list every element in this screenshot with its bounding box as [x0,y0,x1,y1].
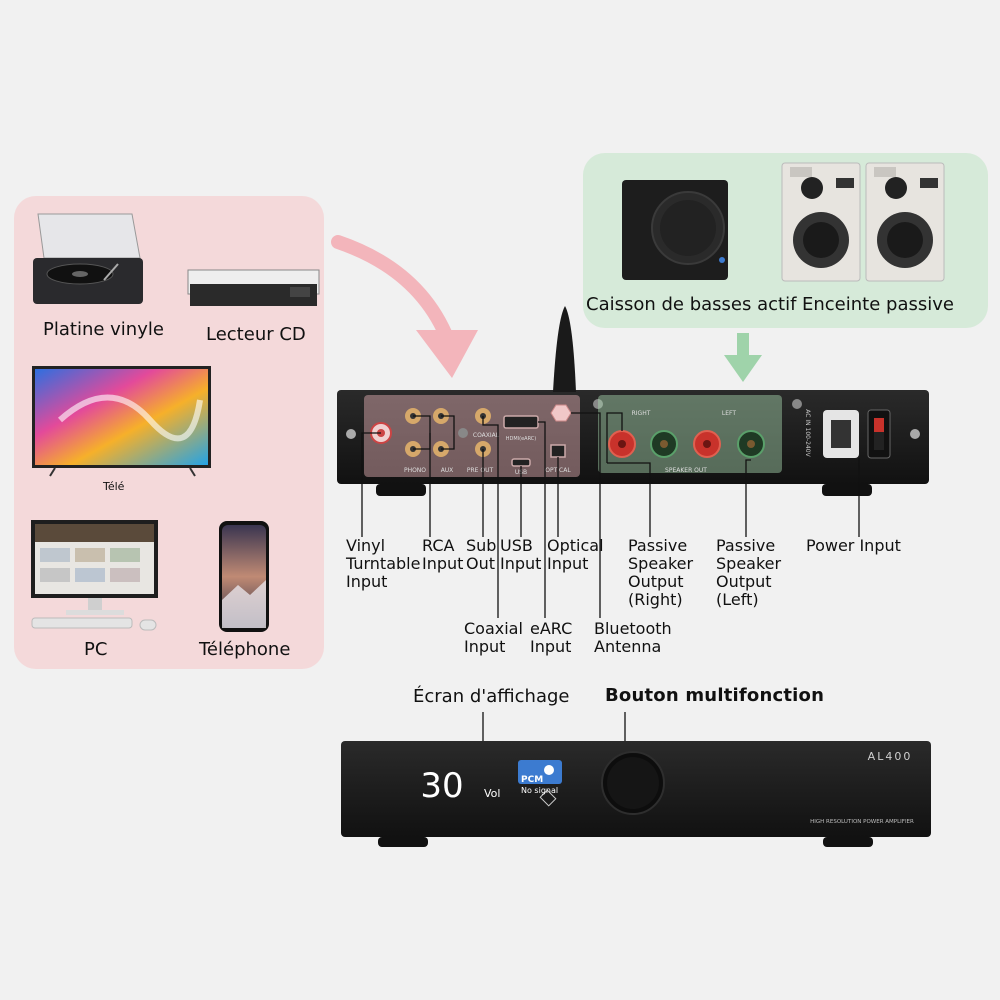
subwoofer-image [622,180,728,280]
speaker-right-label: Passive Speaker Output (Right) [628,536,694,609]
pre-out-marking: PRE OUT [467,467,494,474]
speaker-left-label: Passive Speaker Output (Left) [716,536,782,609]
aux-marking: AUX [441,467,454,474]
power-input-label: Power Input [806,536,901,555]
signal-text: No signal [521,786,558,795]
cd-player-image [187,269,320,306]
hdmi-marking: HDMI(eARC) [506,436,537,442]
volume-value: 30 [420,766,463,806]
coaxial-input-label: Coaxial Input [464,619,523,656]
volume-unit: Vol [484,787,500,800]
tv-image [32,366,211,477]
sub-out-label: Sub Out [466,536,497,573]
earc-input-label: eARC Input [530,619,573,656]
format-text: PCM [521,775,543,785]
turntable-image [33,213,143,304]
phono-marking: PHONO [404,467,426,474]
usb-input-label: USB Input [500,536,542,573]
front-subtitle: HIGH RESOLUTION POWER AMPLIFIER [810,819,914,825]
phone-label: Téléphone [199,639,291,660]
amplifier-front: 30 Vol PCM No signal AL400 HIGH RESOLUTI… [341,741,931,847]
multifunction-knob-label: Bouton multifonction [605,685,825,706]
bluetooth-antenna-label: Bluetooth Antenna [594,619,672,656]
left-marking: LEFT [722,410,736,417]
display-screen-label: Écran d'affichage [413,686,570,707]
passive-speakers-image [781,162,945,282]
pc-image [31,520,158,631]
optical-input-label: Optical Input [547,536,604,573]
antenna-icon [553,306,576,392]
cd-label: Lecteur CD [206,324,306,345]
phone-image [219,521,269,632]
subwoofer-label: Caisson de basses actif [586,294,797,315]
ac-marking: AC IN 100-240V [804,409,811,457]
vinyl-input-label: Vinyl Turntable Input [346,536,421,591]
vinyl-label: Platine vinyle [43,319,164,340]
rca-input-label: RCA Input [422,536,464,573]
green-arrow [724,333,762,382]
amplifier-rear: PHONO AUX COAXIAL PRE OUT HDMI(eARC) USB… [337,306,929,496]
pink-arrow [331,235,478,378]
right-marking: RIGHT [632,410,651,417]
passive-speaker-label: Enceinte passive [802,294,954,315]
brand-logo: AL400 [868,750,913,763]
tv-label: Télé [103,480,125,493]
speaker-out-marking: SPEAKER OUT [665,467,707,474]
coaxial-marking: COAXIAL [473,432,500,439]
pc-label: PC [84,639,108,660]
